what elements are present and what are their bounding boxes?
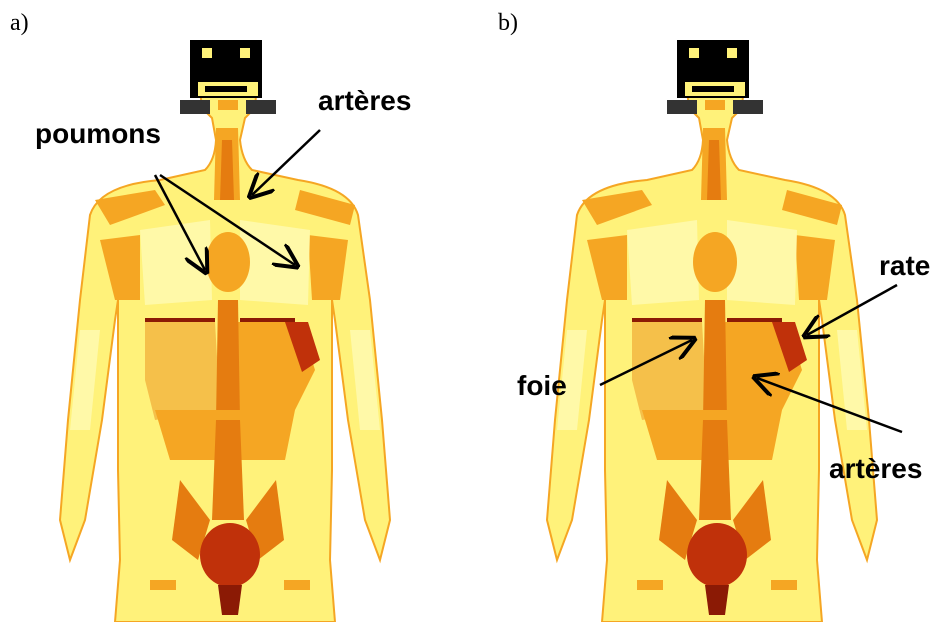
panel-b-figure: rate foie artères — [427, 0, 900, 622]
body-illustration-a: poumons artères — [0, 0, 413, 622]
label-poumons: poumons — [35, 118, 161, 149]
body-illustration-b: rate foie artères — [427, 0, 947, 622]
panel-a-figure: poumons artères — [0, 0, 413, 622]
label-arteres-a: artères — [318, 85, 411, 116]
label-foie: foie — [517, 370, 567, 401]
label-rate: rate — [879, 250, 930, 281]
label-arteres-b: artères — [829, 453, 922, 484]
